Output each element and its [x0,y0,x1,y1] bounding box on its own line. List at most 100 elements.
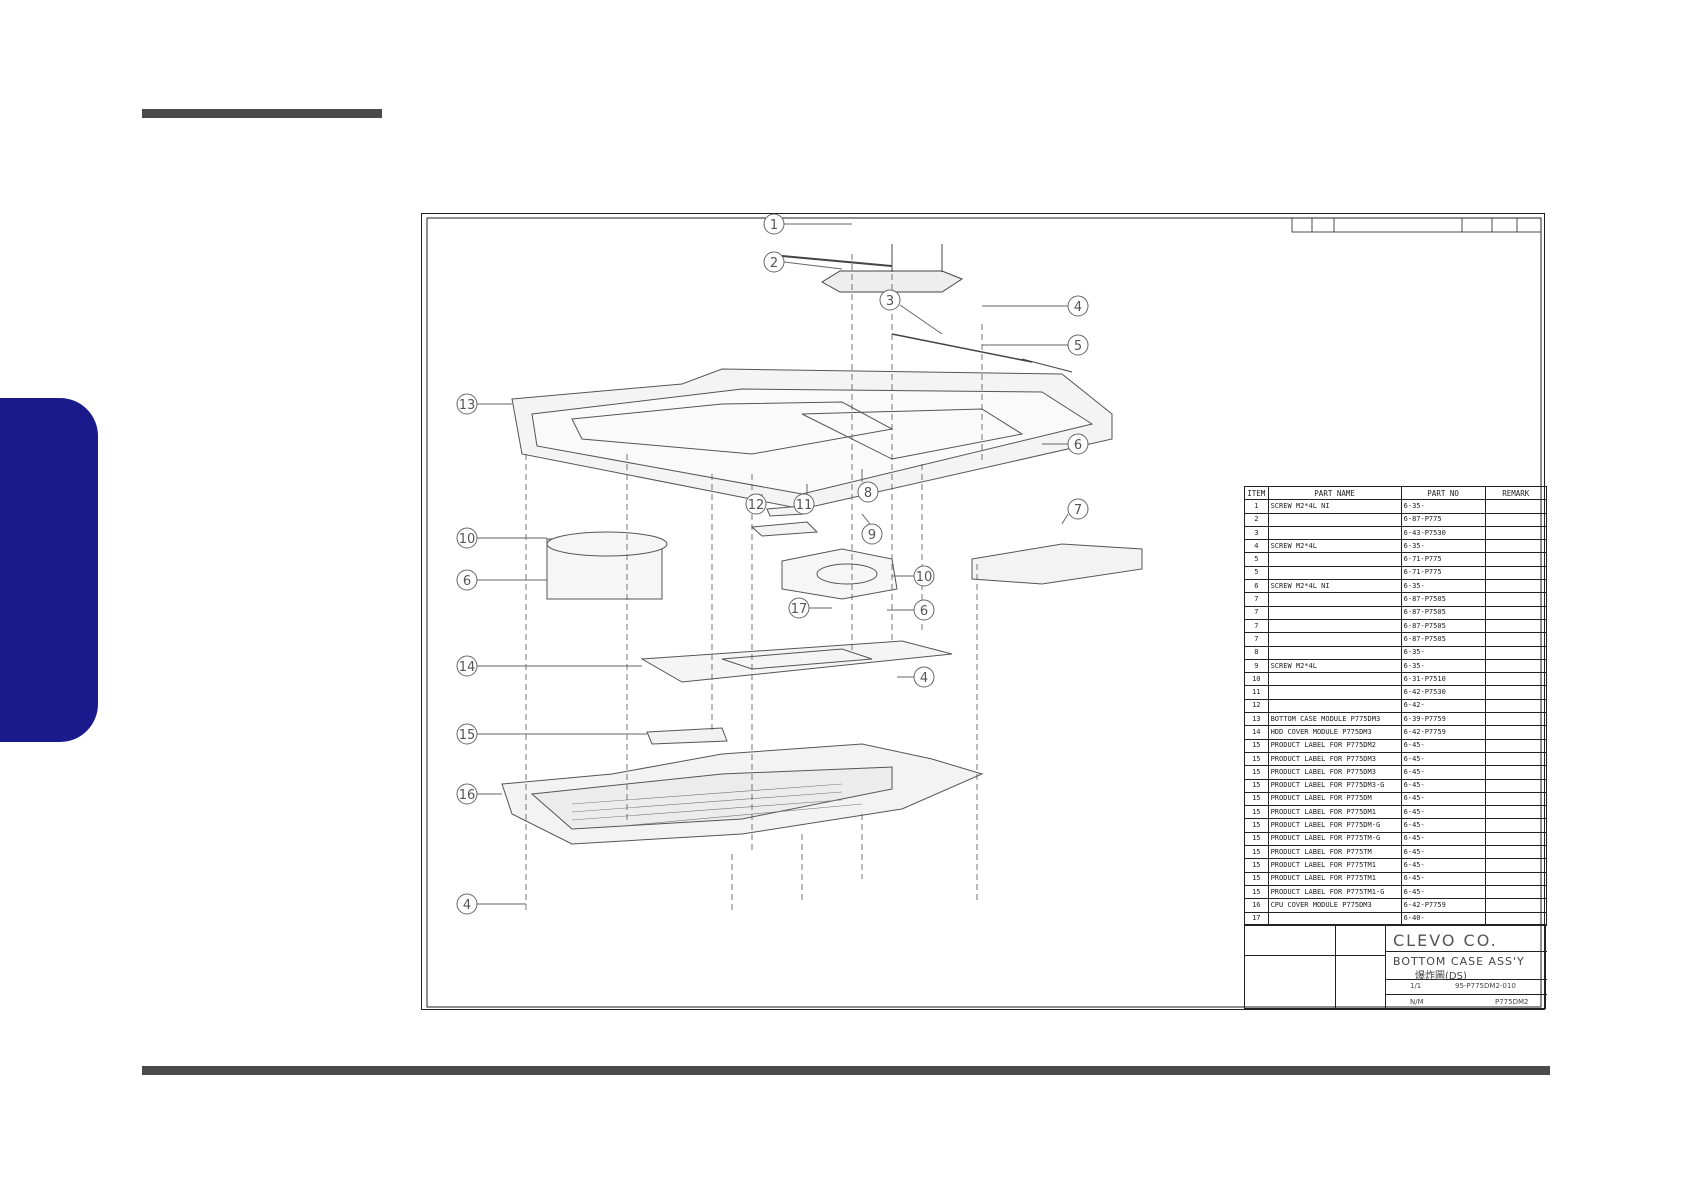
callout-16: 16 [459,788,476,803]
row-part-name: PRODUCT LABEL FOR P775DM3 [1267,751,1402,767]
row-item: 16 [1244,898,1269,913]
header-part-no: PART NO [1400,485,1486,501]
row-remark [1484,831,1548,847]
row-part-no: 6-45- [1400,751,1486,767]
row-part-no: 6-39-P7759 [1400,712,1486,727]
top-bracket-part [781,244,964,293]
callout-6: 6 [1074,438,1082,453]
callout-3: 3 [886,294,894,309]
row-remark [1484,685,1548,700]
row-remark [1484,658,1548,674]
row-part-no: 6-87-P775 [1400,512,1486,527]
row-remark [1484,605,1548,620]
row-item: 15 [1244,751,1269,767]
row-item: 7 [1244,592,1269,607]
row-part-no: 6-45- [1400,778,1486,793]
row-item: 1 [1244,499,1269,514]
cpu-cover-module [501,743,984,845]
sheet-number: 1/1 [1410,982,1422,990]
table-row: 5 6-71-P775 [1244,565,1548,581]
row-remark [1484,618,1548,634]
row-part-no: 6-71-P775 [1400,565,1486,581]
row-remark [1484,632,1548,647]
revision-block [1291,217,1542,233]
row-item: 7 [1244,632,1269,647]
row-remark [1484,738,1548,753]
row-item: 15 [1244,831,1269,847]
row-part-name [1267,618,1402,634]
row-part-name [1267,685,1402,700]
row-item: 15 [1244,871,1269,886]
row-remark [1484,525,1548,541]
row-item: 5 [1244,565,1269,581]
row-part-no: 6-87-P7505 [1400,632,1486,647]
callout-13: 13 [459,398,476,413]
row-item: 15 [1244,778,1269,793]
table-row: 12 6-42- [1244,698,1548,714]
row-part-no: 6-42- [1400,698,1486,714]
row-item: 9 [1244,658,1269,674]
row-part-name [1267,645,1402,660]
callout-4-bottom: 4 [463,898,471,913]
hdd-cover-right [971,543,1143,585]
row-item: 8 [1244,645,1269,660]
header-rule [142,109,382,118]
drawing-subtitle: 爆炸圖(DS) [1415,971,1467,982]
row-part-no: 6-71-P775 [1400,552,1486,567]
row-item: 2 [1244,512,1269,527]
row-item: 6 [1244,579,1269,594]
row-part-name [1267,525,1402,541]
callout-12: 12 [748,498,765,513]
row-part-no: 6-43-P7530 [1400,525,1486,541]
row-part-no: 6-45- [1400,871,1486,886]
row-part-no: 6-35- [1400,499,1486,514]
drawing-canvas: 1 2 3 4 5 6 7 8 9 11 12 13 10 6 10 6 17 … [426,214,1542,1008]
row-part-no: 6-45- [1400,805,1486,820]
product-label [646,727,728,745]
row-remark [1484,499,1548,514]
row-item: 12 [1244,698,1269,714]
callout-4-mid: 4 [920,671,928,686]
exploded-view-drawing: 1 2 3 4 5 6 7 8 9 11 12 13 10 6 10 6 17 … [421,213,1548,1010]
row-item: 4 [1244,539,1269,554]
row-item: 14 [1244,725,1269,740]
row-remark [1484,552,1548,567]
row-item: 7 [1244,605,1269,620]
callout-10-right: 10 [916,570,933,585]
row-part-name [1267,632,1402,647]
row-part-no: 6-35- [1400,645,1486,660]
callout-9: 9 [868,528,876,543]
cable-part [891,333,1073,373]
row-part-no: 6-35- [1400,539,1486,554]
row-item: 11 [1244,685,1269,700]
row-item: 13 [1244,712,1269,727]
fan-module-left [546,531,668,600]
chapter-side-tab [0,398,98,742]
row-remark [1484,791,1548,807]
row-item: 10 [1244,672,1269,687]
callout-4: 4 [1074,300,1082,315]
hdd-cover-module [640,640,953,683]
table-row: 8 6-35- [1244,645,1548,660]
callouts [456,214,1089,915]
row-part-name [1267,592,1402,607]
row-remark [1484,512,1548,527]
row-remark [1484,765,1548,780]
row-remark [1484,579,1548,594]
